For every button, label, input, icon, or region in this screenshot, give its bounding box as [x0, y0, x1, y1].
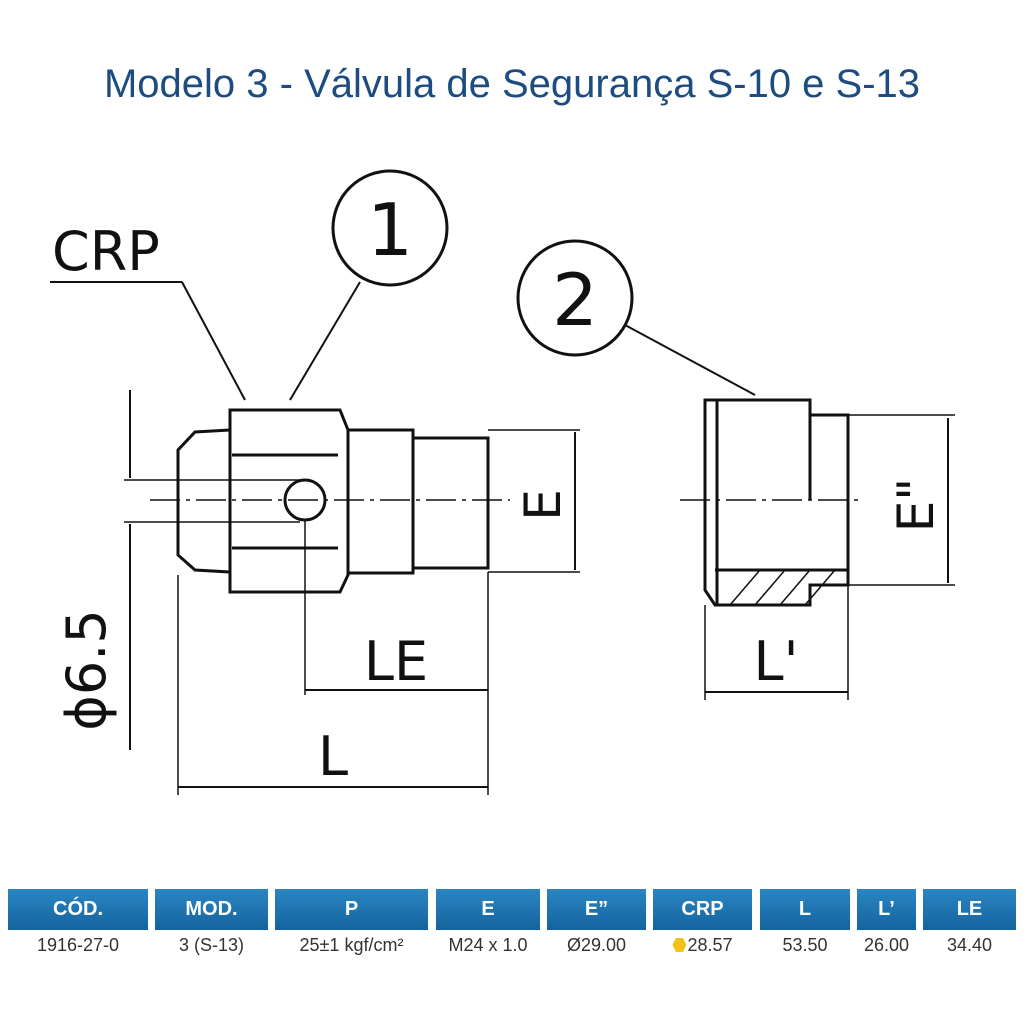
table-header: CÓD. MOD. P E E” CRP L L’ LE [0, 889, 1024, 931]
cell-mod: 3 (S-13) [178, 935, 245, 955]
cell-crp: 28.57 [653, 935, 752, 956]
header-mod: MOD. [155, 889, 268, 930]
hexagon-icon [672, 938, 687, 952]
cell-e: M24 x 1.0 [448, 935, 528, 955]
cell-e2: Ø29.00 [566, 935, 627, 955]
cell-crp-value: 28.57 [687, 935, 733, 955]
header-e: E [436, 889, 540, 930]
callout-2: 2 [552, 258, 598, 342]
header-crp: CRP [653, 889, 752, 930]
header-cod: CÓD. [8, 889, 148, 930]
dim-phi: ϕ6.5 [55, 609, 118, 731]
cell-l: 53.50 [782, 935, 828, 955]
technical-drawing: CRP 1 2 E E" LE L L' ϕ6.5 [50, 169, 955, 795]
header-l1: L’ [857, 889, 916, 930]
crp-label: CRP [52, 220, 160, 283]
dim-l1: L' [754, 630, 799, 693]
header-le: LE [923, 889, 1016, 930]
table-row: 1916-27-0 3 (S-13) 25±1 kgf/cm² M24 x 1.… [0, 931, 1024, 973]
dim-l: L [318, 725, 348, 788]
cell-le: 34.40 [946, 935, 993, 955]
header-l: L [760, 889, 850, 930]
dim-e: E [514, 489, 572, 521]
callout-1: 1 [367, 188, 413, 272]
dim-e2: E" [887, 478, 945, 533]
cell-p: 25±1 kgf/cm² [299, 935, 404, 955]
header-p: P [275, 889, 428, 930]
page-title: Modelo 3 - Válvula de Segurança S-10 e S… [103, 62, 921, 106]
spec-table: CÓD. MOD. P E E” CRP L L’ LE 1916-27-0 3… [0, 889, 1024, 973]
cell-cod: 1916-27-0 [36, 935, 120, 955]
part-2 [516, 239, 955, 700]
dim-le: LE [364, 630, 428, 693]
part-1 [50, 169, 580, 795]
header-e2: E” [547, 889, 646, 930]
cell-l1: 26.00 [863, 935, 910, 955]
